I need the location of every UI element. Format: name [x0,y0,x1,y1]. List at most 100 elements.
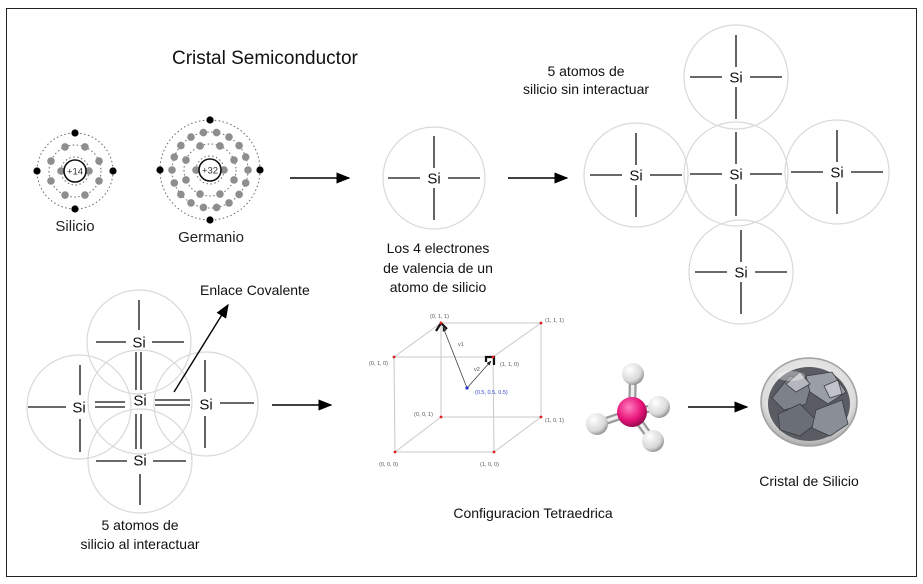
germanium-electron [170,179,179,187]
vector-v2-label: v2 [474,367,480,373]
covalent-bond-label: Enlace Covalente [200,282,310,298]
bonded-orbit-circle [87,408,193,514]
cube-edge [492,322,542,358]
cube-vertex-label: (1, 0, 0) [480,462,499,468]
single-atom-caption: Los 4 electrones de valencia de un atomo… [383,240,493,295]
apart-si-orbit-circle [683,121,789,227]
bonded-si-symbol: Si [199,397,212,414]
cube-vertex-point [539,415,543,419]
germanium-electron [168,166,176,174]
germanium-electron [182,176,190,184]
germanium-electron [187,133,195,141]
cube-vertex-label: (0, 0, 1) [414,412,433,418]
cube-edge [493,416,542,453]
apart-si-symbol: Si [830,165,843,182]
molecule-outer-atom [648,396,670,418]
molecule-center-atom [617,397,647,427]
vector-v1-label: v1 [458,342,464,348]
apart-si-orbit-circle [688,219,794,325]
svg-text:5 atomos de: 5 atomos de [547,63,624,79]
silicon-electron [61,143,69,151]
vector-v1 [442,326,468,389]
bonded-cluster-caption: 5 atomos de silicio al interactuar [80,517,199,552]
cube-edge [394,416,442,453]
crystal-jar-glare [777,371,805,381]
molecule-outer-atom [586,413,608,435]
tetrahedral-cube-diagram: (0, 1, 1)(1, 1, 1)(0, 1, 0)(1, 1, 0)(0, … [369,314,564,468]
silicon-valence-electron [109,167,117,175]
germanium-electron [199,203,208,212]
single-silicon-atom: Si [382,126,486,230]
silicon-electron [95,177,103,185]
svg-text:de valencia de un: de valencia de un [383,260,493,276]
silicon-electron [57,167,65,175]
svg-text:5 atomos de: 5 atomos de [101,517,178,533]
single-si-orbit-circle [382,126,486,230]
germanium-electron [196,142,204,150]
page-title: Cristal Semiconductor [172,48,359,69]
crystal-shard [823,379,843,399]
cube-vertex-label: (0, 0, 0) [379,462,398,468]
apart-si-symbol: Si [729,70,742,87]
cube-vertex-label: (1, 1, 1) [545,318,564,324]
germanium-electron [225,199,233,207]
apart-si-symbol: Si [629,168,642,185]
silicon-electron [61,191,69,199]
germanium-valence-electron [206,216,214,224]
germanium-bohr-model: +32 [156,116,264,224]
tetrahedral-caption: Configuracion Tetraedrica [453,505,612,521]
germanium-electron [196,190,204,198]
svg-text:Los 4 electrones: Los 4 electrones [387,240,490,256]
cube-center-label: (0.5, 0.5, 0.5) [475,390,508,396]
bonded-si-symbol: Si [72,400,85,417]
cube-vertex-label: (1, 1, 0) [500,362,519,368]
germanium-electron [216,190,224,198]
bonded-si-symbol: Si [132,335,145,352]
germanium-electron [212,128,221,137]
germanium-electron [170,153,179,161]
germanium-electron [235,190,243,199]
cube-edge [393,356,396,453]
cube-vertex-point [439,321,443,325]
germanium-electron [182,156,190,164]
cube-vertex-point [539,321,543,325]
silicon-electron [81,191,89,199]
cube-vertex-point [439,415,443,419]
germanium-electron [220,166,228,174]
silicon-valence-electron [71,129,79,137]
cube-vertex-label: (1, 0, 1) [545,418,564,424]
bonded-orbit-circle [153,351,259,457]
vector-v2-arrowhead [484,355,496,365]
svg-text:silicio al interactuar: silicio al interactuar [80,536,199,552]
silicon-electron [85,167,93,175]
germanium-electron [187,199,195,207]
germanium-valence-electron [256,166,264,174]
cube-vertex-label: (0, 1, 0) [369,361,388,367]
germanium-electron [212,203,221,212]
molecule-outer-atom [622,363,644,385]
cube-center-point [465,386,469,390]
cube-edge [492,356,495,453]
apart-si-symbol: Si [729,167,742,184]
germanium-electron [225,133,233,141]
silicon-valence-electron [71,205,79,213]
bonded-si-symbol: Si [133,453,146,470]
silicon-bohr-model: +14 [33,129,117,213]
cube-vertex-point [392,355,396,359]
silicon-valence-electron [33,167,41,175]
germanium-electron [230,176,238,184]
svg-text:silicio sin interactuar: silicio sin interactuar [523,81,649,97]
germanium-nucleus [198,158,222,182]
crystal-shard [777,403,819,437]
molecule-outer-atom [642,430,664,452]
germanium-electron [177,141,185,150]
germanium-electron [241,153,250,161]
single-si-symbol: Si [427,171,440,188]
germanium-electron [241,179,250,187]
bonded-si-symbol: Si [133,393,146,410]
silicon-electron [47,177,55,185]
vector-v2 [466,360,492,389]
